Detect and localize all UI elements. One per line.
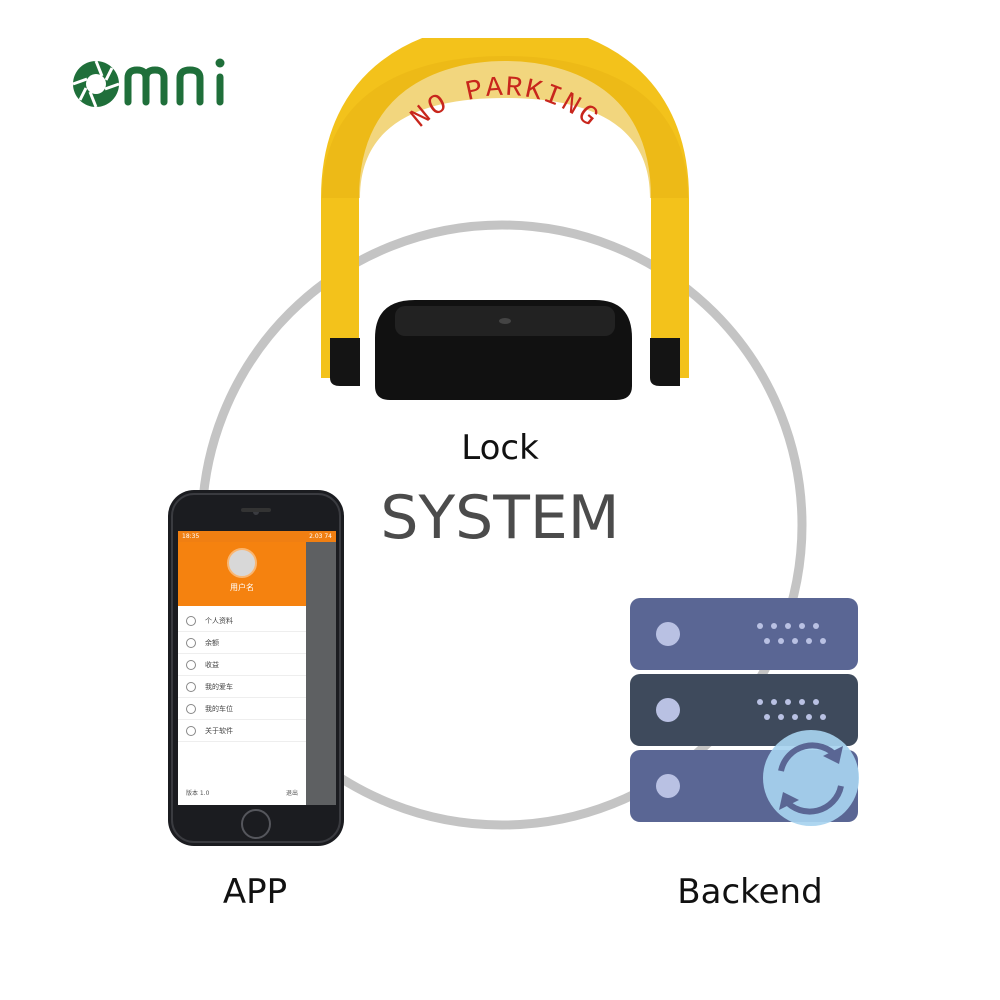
server-unit-top: [630, 598, 858, 670]
profile-icon: [186, 615, 196, 626]
earnings-icon: [186, 659, 196, 670]
menu-item-my-spot[interactable]: 我的车位: [178, 698, 306, 720]
version-text: 版本 1.0: [186, 790, 210, 797]
omni-logo: [72, 58, 225, 108]
status-time: 18:35: [182, 533, 200, 540]
menu-item-about[interactable]: 关于软件: [178, 720, 306, 742]
home-button: [241, 809, 271, 839]
parking-icon: [186, 703, 196, 714]
car-icon: [186, 681, 196, 692]
drawer-menu: 个人资料 余额 收益 我的爱车 我的车位 关于软件: [178, 610, 306, 742]
app-screen: 18:35 2.03 74 用户名 个人资料 余额 收益 我的爱车 我的车位 关…: [178, 531, 336, 805]
logout-link[interactable]: 退出: [285, 790, 298, 797]
status-indicators: 2.03 74: [309, 533, 332, 540]
lock-label: Lock: [461, 428, 539, 468]
parking-lock-device: NO PARKING: [321, 38, 689, 400]
drawer-header: 用户名: [178, 542, 306, 606]
info-icon: [186, 725, 196, 736]
avatar[interactable]: [227, 548, 257, 578]
balance-icon: [186, 637, 196, 648]
system-label: SYSTEM: [380, 483, 620, 553]
menu-item-earnings[interactable]: 收益: [178, 654, 306, 676]
server-unit-middle: [630, 674, 858, 746]
drawer-footer: 版本 1.0 退出: [178, 788, 306, 797]
backend-server: [630, 598, 859, 826]
sync-icon: [763, 730, 859, 826]
menu-item-my-car[interactable]: 我的爱车: [178, 676, 306, 698]
app-label: APP: [222, 872, 288, 912]
username: 用户名: [230, 583, 254, 592]
menu-item-balance[interactable]: 余额: [178, 632, 306, 654]
navigation-drawer: 用户名 个人资料 余额 收益 我的爱车 我的车位 关于软件 版本 1.0 退出: [178, 542, 306, 805]
status-bar: 18:35 2.03 74: [178, 531, 336, 542]
map-background: [306, 542, 336, 805]
logo-aperture-icon: [72, 60, 120, 108]
menu-item-profile[interactable]: 个人资料: [178, 610, 306, 632]
backend-label: Backend: [677, 872, 823, 912]
